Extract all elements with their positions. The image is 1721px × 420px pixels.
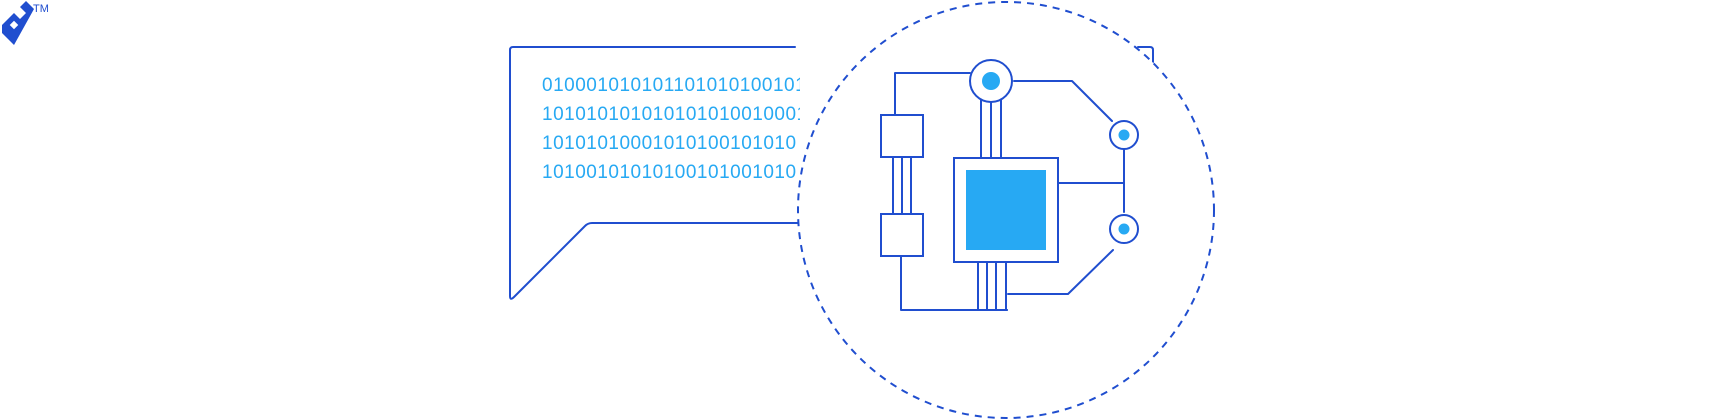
binary-text-block: 0100010101011010101001010 10101010101010… xyxy=(542,75,819,183)
binary-line-4: 10100101010100101001010 xyxy=(542,162,797,183)
speech-bubble-icon xyxy=(509,46,1154,300)
node-dot-right-lower xyxy=(1118,223,1130,235)
toptal-logo-icon: TM xyxy=(2,1,49,45)
node-dot-right-upper xyxy=(1118,129,1130,141)
binary-line-2: 1010101010101010100100010 xyxy=(542,104,819,125)
chip-core xyxy=(966,170,1046,250)
circuit-chip-icon xyxy=(880,59,1139,311)
binary-line-1: 0100010101011010101001010 xyxy=(542,75,817,96)
node-dot-top xyxy=(982,72,1000,90)
trademark-label: TM xyxy=(33,3,49,15)
binary-line-3: 10101010001010100101010 xyxy=(542,133,797,154)
